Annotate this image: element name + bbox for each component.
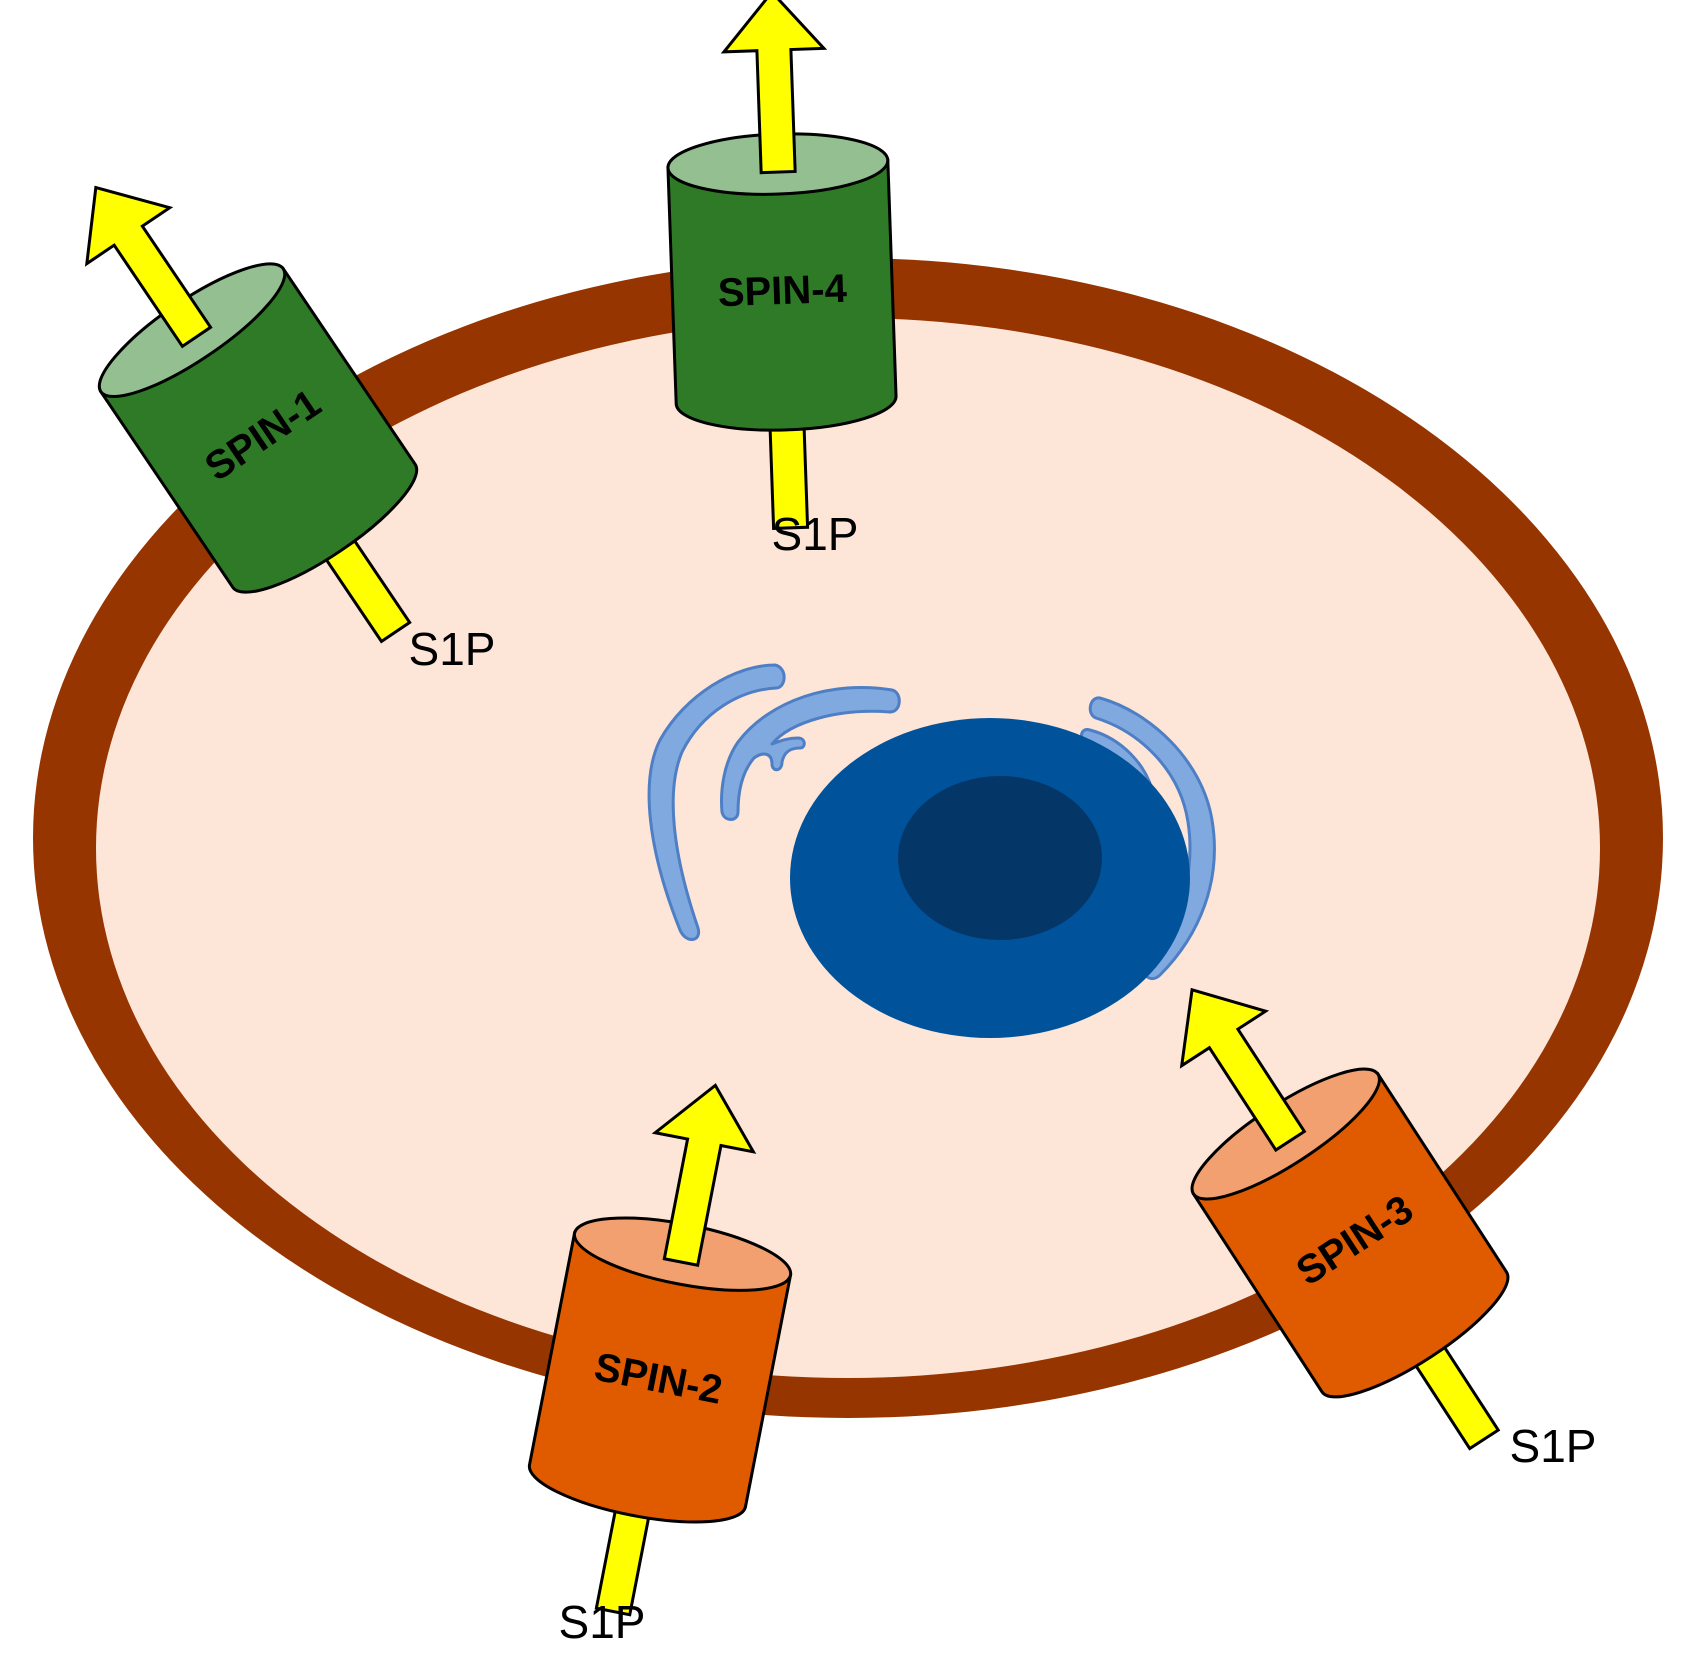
- transporter-spin-4: SPIN-4: [665, 0, 899, 530]
- transporter-spin-1: SPIN-1: [52, 158, 434, 643]
- substrate-label-spin-2: S1P: [559, 1596, 646, 1648]
- transporter-label: SPIN-4: [717, 267, 848, 315]
- substrate-label-spin-1: S1P: [409, 623, 496, 675]
- transporter-spin-3: SPIN-3: [1148, 961, 1525, 1451]
- substrate-label-spin-3: S1P: [1510, 1420, 1597, 1472]
- endoplasmic-reticulum-left: [647, 663, 901, 941]
- substrate-label-spin-4: S1P: [772, 508, 859, 560]
- nucleolus: [898, 776, 1102, 940]
- transporter-spin-2: SPIN-2: [522, 1074, 798, 1617]
